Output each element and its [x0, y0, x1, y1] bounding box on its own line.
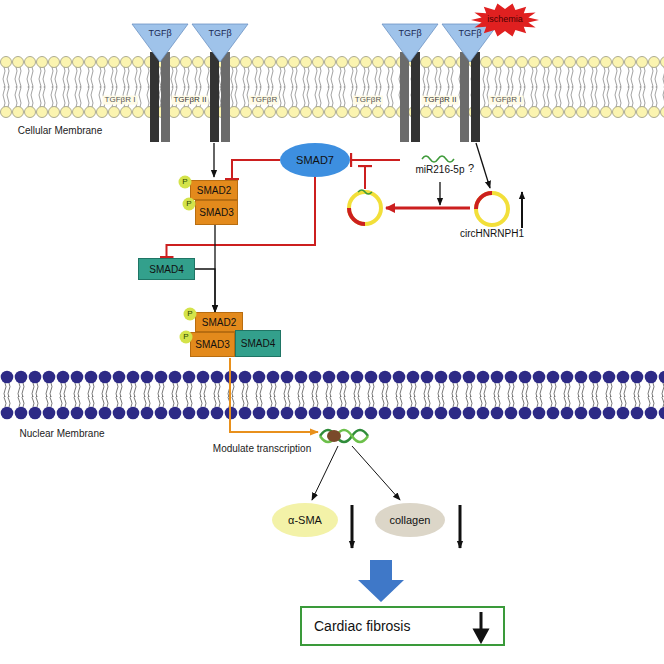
smad7-ellipse: SMAD7	[280, 143, 350, 177]
text-label: Cellular Membrane	[18, 125, 102, 136]
node-text: circHNRNPH1	[460, 228, 524, 239]
tgfb-ligands	[132, 24, 498, 62]
mirna-icon	[420, 154, 460, 164]
inhibition-line	[351, 159, 400, 161]
text-label: TGFβR II	[171, 96, 208, 105]
text-label: ?	[468, 162, 474, 174]
down-arrow	[471, 610, 491, 644]
inhibition-line	[232, 160, 280, 179]
cell-membrane	[0, 56, 664, 118]
product-ellipse: collagen	[375, 503, 445, 537]
text-label: TGFβR I	[489, 96, 524, 105]
product-ellipse: α-SMA	[272, 503, 338, 537]
node-text: SMAD7	[296, 154, 334, 166]
phospho-dot: P	[183, 198, 196, 211]
node-text: SMAD4	[149, 264, 183, 275]
expression-arrow	[352, 446, 400, 500]
down-arrow	[351, 505, 354, 548]
inhibition-line	[364, 166, 366, 189]
node-text: Cardiac fibrosis	[314, 618, 410, 634]
smad-box: SMAD3	[190, 332, 235, 357]
node-text: SMAD3	[199, 207, 233, 218]
node-text: collagen	[390, 514, 431, 526]
activation-arrow	[439, 182, 440, 205]
text-label: TGFβR	[353, 96, 383, 105]
inhibition-line	[167, 177, 316, 257]
sponge-arrow	[386, 207, 470, 210]
text-label: TGFβ	[398, 29, 421, 39]
text-label: TGFβR	[249, 96, 279, 105]
text-label: TGFβ	[148, 29, 171, 39]
node-text: miR216-5p	[416, 164, 465, 175]
text-label: TGFβ	[458, 29, 481, 39]
text-label: Nuclear Membrane	[19, 428, 104, 439]
circrna-icon	[473, 190, 511, 228]
smad-box: SMAD2	[195, 312, 243, 332]
down-arrow	[459, 505, 462, 548]
activation-arrow	[195, 269, 215, 312]
outcome-box: Cardiac fibrosis	[300, 606, 505, 646]
text-label: TGFβR I	[103, 96, 138, 105]
node-text: SMAD4	[241, 338, 275, 349]
activation-arrow	[476, 143, 490, 188]
dna	[320, 430, 368, 442]
text-label: TGFβ	[208, 29, 231, 39]
activation-arrow	[213, 143, 214, 177]
expression-arrow	[312, 446, 338, 500]
result-arrow	[358, 560, 404, 602]
phospho-dot: P	[179, 176, 192, 189]
receptors	[150, 52, 480, 142]
nuclear-membrane	[0, 370, 664, 420]
node-text: SMAD2	[202, 317, 236, 328]
smad4-box: SMAD4	[138, 258, 195, 280]
transcription-arrow	[230, 358, 318, 432]
text-label: Modulate transcription	[213, 443, 311, 454]
circrna-circle: circHNRNPH1	[450, 190, 534, 239]
phospho-dot: P	[180, 331, 193, 344]
up-arrow	[521, 192, 523, 228]
phospho-dot: P	[184, 308, 197, 321]
smad-box: SMAD2	[190, 180, 238, 200]
node-text: SMAD3	[195, 339, 229, 350]
circrna-sponge	[349, 190, 381, 224]
node-text: α-SMA	[288, 514, 322, 526]
smad4-box: SMAD4	[235, 330, 281, 357]
text-label: TGFβR II	[421, 96, 458, 105]
smad-box: SMAD3	[195, 200, 238, 225]
text-label: ischemia	[487, 15, 523, 25]
node-text: SMAD2	[197, 185, 231, 196]
